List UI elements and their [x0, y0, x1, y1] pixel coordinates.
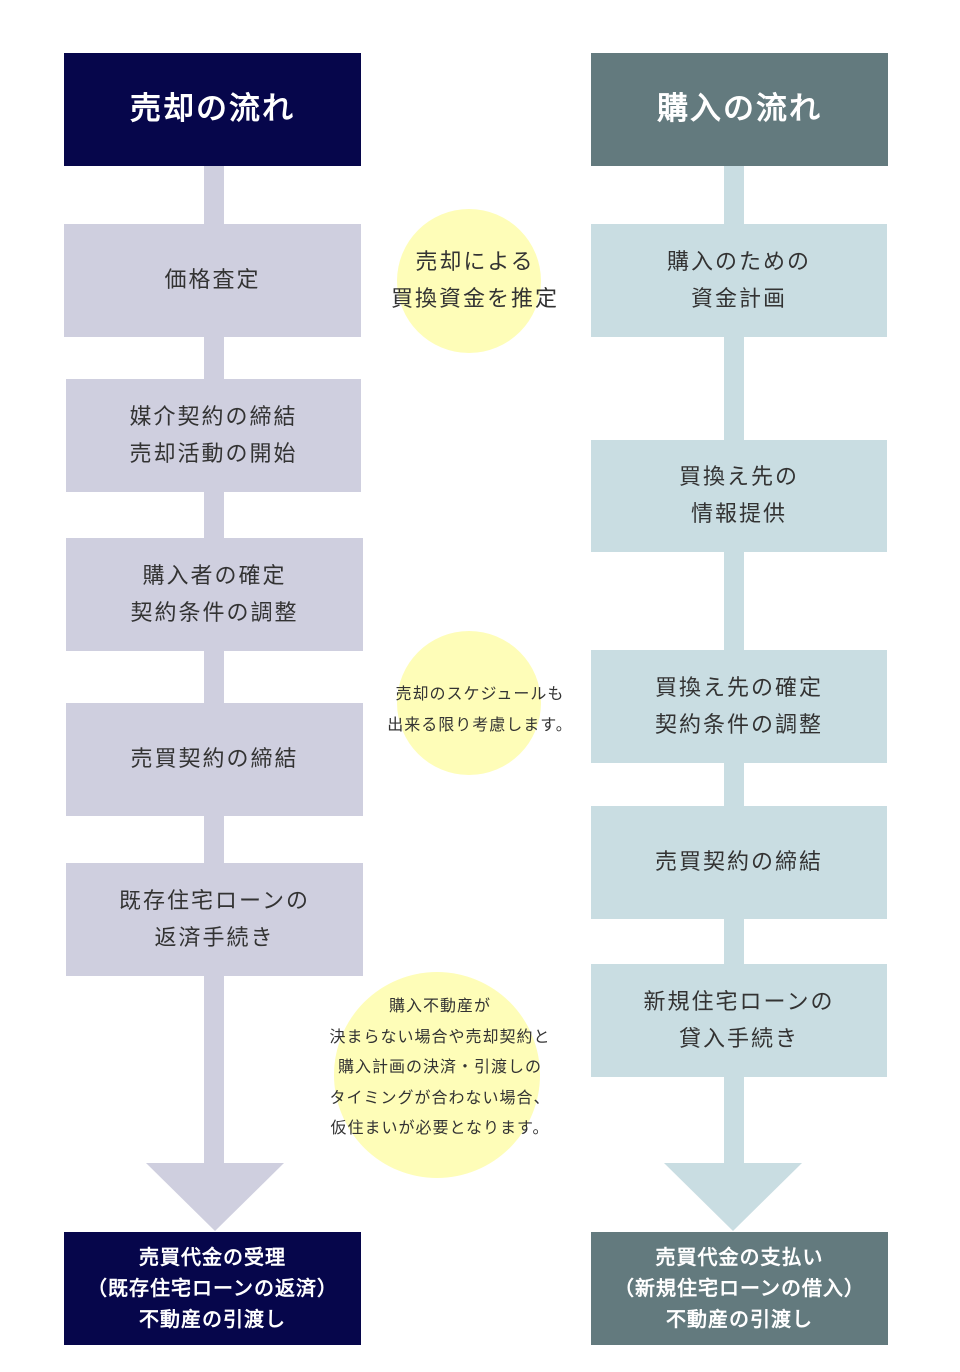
- note-text: 売却による 買換資金を推定: [390, 250, 559, 312]
- note-circle: [397, 631, 541, 775]
- buy-step: 買換え先の確定 契約条件の調整: [591, 650, 887, 763]
- sell-arrow-icon: [146, 1163, 284, 1231]
- note-text: 購入不動産が 決まらない場合や売却契約と 購入計画の決済・引渡しの タイミングが…: [329, 996, 551, 1137]
- buy-final-step: 売買代金の支払い （新規住宅ローンの借入） 不動産の引渡し: [591, 1232, 888, 1345]
- buy-step: 購入のための 資金計画: [591, 224, 887, 337]
- sell-step: 既存住宅ローンの 返済手続き: [66, 863, 363, 976]
- sell-step: 媒介契約の締結 売却活動の開始: [66, 379, 361, 492]
- note-circle: [397, 209, 541, 353]
- note-text: 売却のスケジュールも 出来る限り考慮します。: [387, 684, 573, 734]
- buy-step: 売買契約の締結: [591, 806, 887, 919]
- buy-arrow-icon: [664, 1163, 802, 1231]
- sell-final-step: 売買代金の受理 （既存住宅ローンの返済） 不動産の引渡し: [64, 1232, 361, 1345]
- sell-step: 売買契約の締結: [66, 703, 363, 816]
- buy-flow-title: 購入の流れ: [591, 53, 888, 166]
- note-circle: [334, 972, 540, 1178]
- sell-flow-title: 売却の流れ: [64, 53, 361, 166]
- sell-step: 購入者の確定 契約条件の調整: [66, 538, 363, 651]
- buy-step: 買換え先の 情報提供: [591, 440, 887, 552]
- buy-step: 新規住宅ローンの 貸入手続き: [591, 964, 887, 1077]
- sell-step: 価格査定: [64, 224, 361, 337]
